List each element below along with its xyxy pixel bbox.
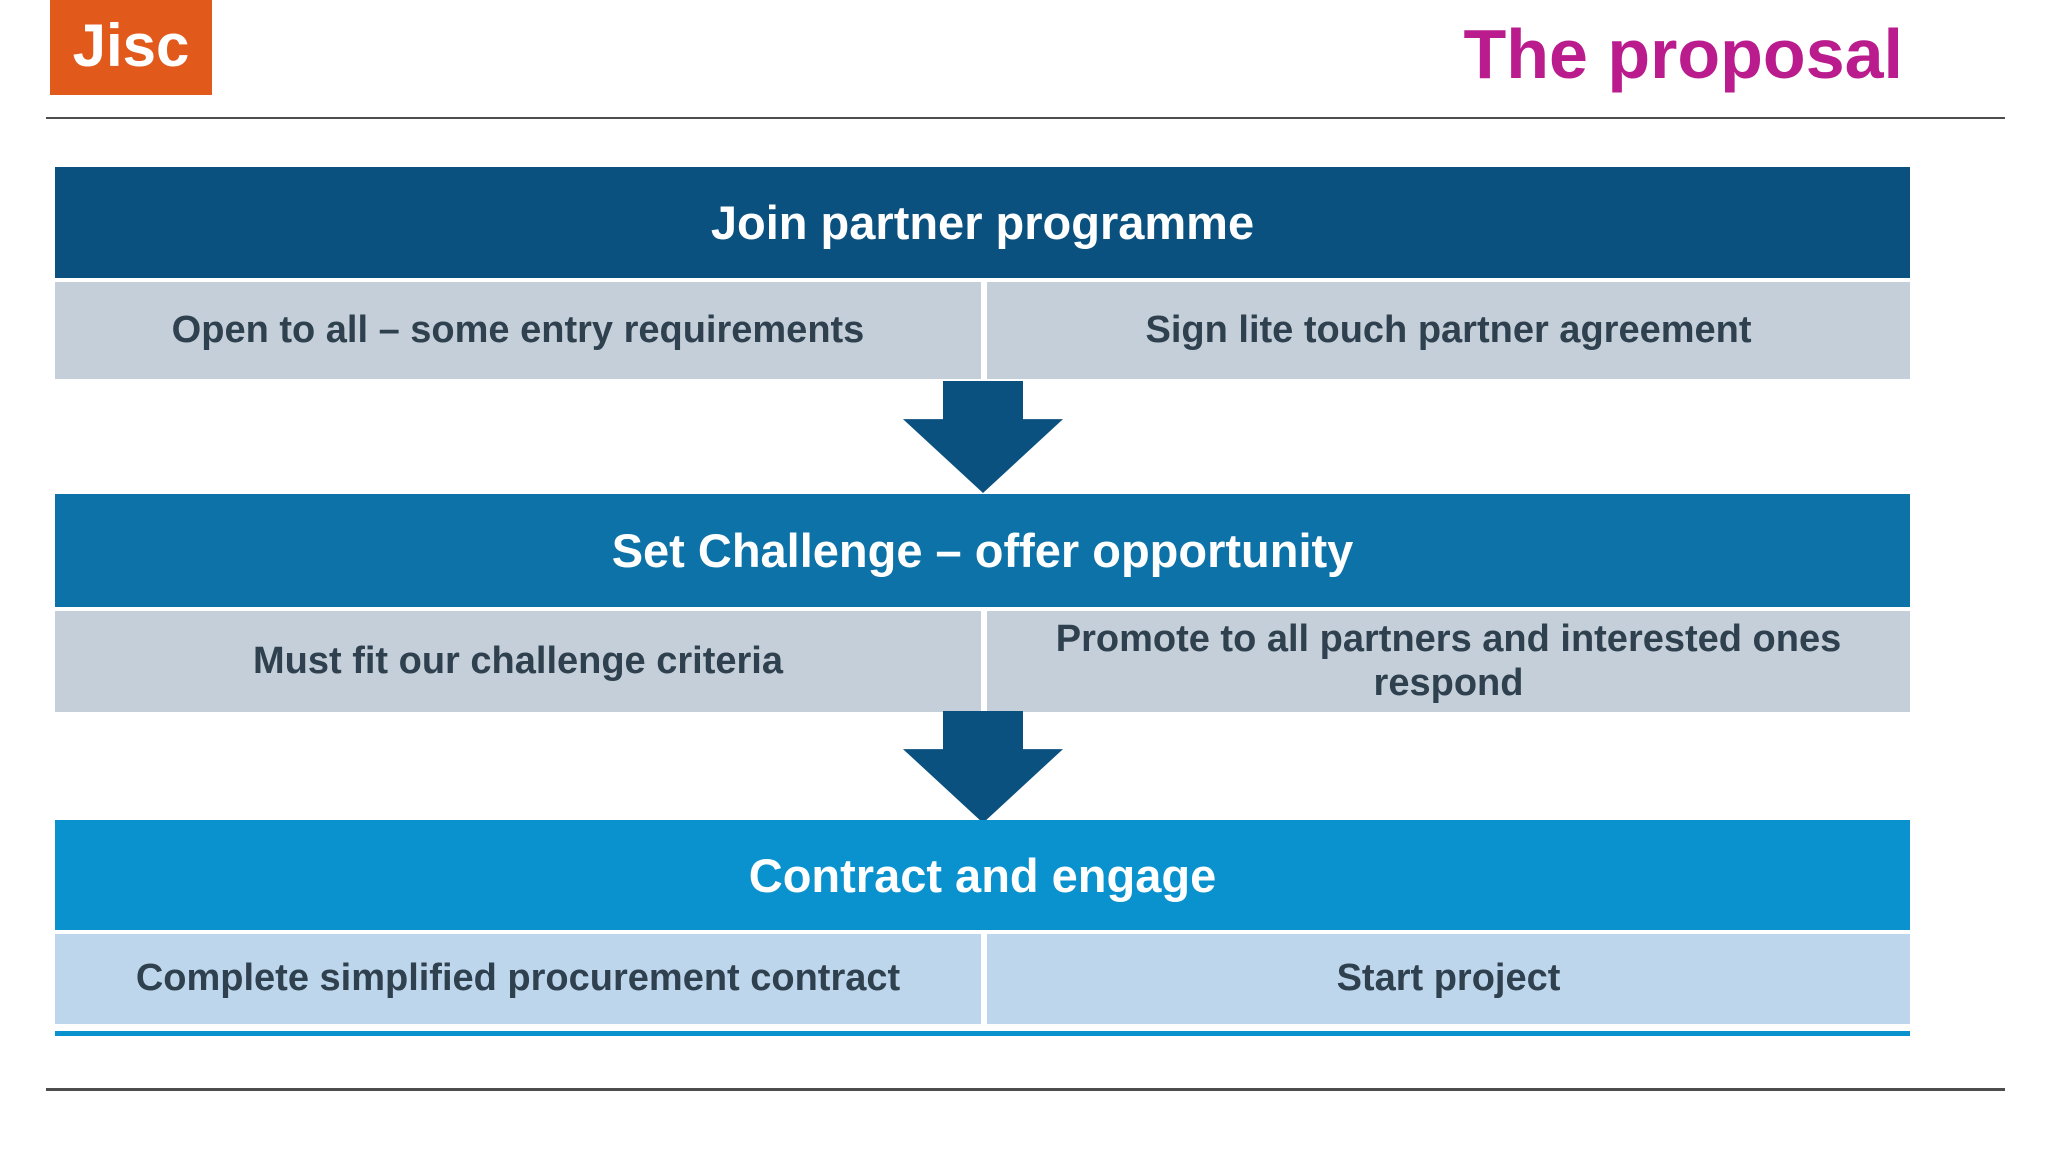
stage-1-cell-left: Open to all – some entry requirements bbox=[55, 282, 981, 379]
stage-2-cell-right-text: Promote to all partners and interested o… bbox=[1055, 617, 1842, 704]
accent-underline bbox=[55, 1031, 1910, 1036]
stage-2-header: Set Challenge – offer opportunity bbox=[55, 494, 1910, 607]
stage-2-cells: Must fit our challenge criteria Promote … bbox=[55, 611, 1910, 712]
stage-2-cell-left: Must fit our challenge criteria bbox=[55, 611, 981, 712]
stage-3-cell-right: Start project bbox=[987, 934, 1910, 1024]
jisc-logo-text: Jisc bbox=[72, 12, 190, 79]
stage-2-cell-left-text: Must fit our challenge criteria bbox=[253, 639, 783, 682]
stage-1-cell-left-text: Open to all – some entry requirements bbox=[171, 308, 865, 351]
down-arrow-icon bbox=[903, 711, 1063, 823]
footer-divider bbox=[46, 1088, 2005, 1091]
stage-3-cell-left-text: Complete simplified procurement contract bbox=[135, 957, 901, 1000]
stage-2-cell-right: Promote to all partners and interested o… bbox=[987, 611, 1910, 712]
stage-3-cells: Complete simplified procurement contract… bbox=[55, 934, 1910, 1024]
stage-3-header: Contract and engage bbox=[55, 820, 1910, 930]
stage-1-cell-right-text: Sign lite touch partner agreement bbox=[1145, 308, 1752, 351]
header-divider bbox=[46, 117, 2005, 119]
down-arrow-icon bbox=[903, 381, 1063, 493]
stage-3-cell-left: Complete simplified procurement contract bbox=[55, 934, 981, 1024]
stage-1-header: Join partner programme bbox=[55, 167, 1910, 278]
stage-1-cells: Open to all – some entry requirements Si… bbox=[55, 282, 1910, 379]
stage-1-cell-right: Sign lite touch partner agreement bbox=[987, 282, 1910, 379]
stage-3-cell-right-text: Start project bbox=[1336, 957, 1561, 1000]
page-title: The proposal bbox=[1463, 15, 1903, 93]
jisc-logo: Jisc bbox=[50, 0, 212, 95]
